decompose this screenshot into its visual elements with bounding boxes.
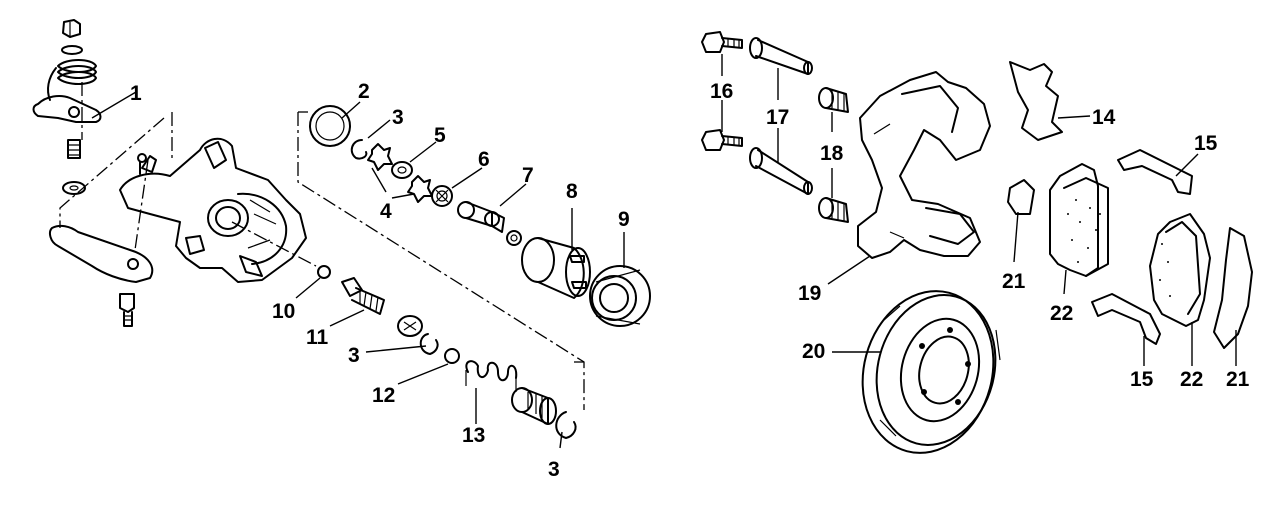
- part-3-clip-mid: [419, 333, 439, 355]
- part-2-ring: [309, 105, 351, 147]
- part-16-bolts: [701, 31, 743, 151]
- part-15-clip-bottom: [1091, 293, 1161, 345]
- callout-20: 20: [802, 340, 825, 363]
- callout-18: 18: [820, 142, 844, 165]
- part-21-pad-hardware-a: [1007, 179, 1035, 215]
- part-22-brake-pad-b: [1149, 213, 1211, 327]
- part-8-piston: [521, 237, 591, 299]
- callout-17: 17: [766, 106, 789, 129]
- axis-line: [231, 221, 317, 267]
- callout-15-top: 15: [1194, 132, 1218, 155]
- callout-6: 6: [478, 148, 490, 171]
- callout-21-left: 21: [1002, 270, 1026, 293]
- callout-4: 4: [380, 200, 392, 223]
- part-7-adjuster-shaft: [457, 201, 522, 246]
- part-20-brake-rotor: [861, 290, 1001, 454]
- callout-3-bottom: 3: [548, 458, 560, 481]
- part-17-guide-pins: [749, 37, 813, 195]
- callout-3-mid: 3: [348, 344, 360, 367]
- caliper-housing: [119, 137, 307, 283]
- callout-5: 5: [434, 124, 446, 147]
- spring-retainer-cage: [511, 387, 557, 425]
- part-22-brake-pad-a: [1049, 163, 1109, 277]
- callout-22-left: 22: [1050, 302, 1073, 325]
- part-4-star-a: [367, 143, 393, 171]
- part-5-washer: [391, 161, 413, 179]
- callout-1: 1: [130, 82, 142, 105]
- part-3-clip-top: [350, 139, 368, 160]
- part-10-small-ring: [317, 265, 331, 279]
- callout-13: 13: [462, 424, 485, 447]
- callout-2: 2: [358, 80, 370, 103]
- callout-9: 9: [618, 208, 630, 231]
- callout-3-top: 3: [392, 106, 404, 129]
- callout-8: 8: [566, 180, 578, 203]
- callout-10: 10: [272, 300, 295, 323]
- construction-lines-left: [59, 82, 173, 251]
- part-12-washer: [444, 348, 460, 364]
- leaders-right: [721, 54, 1237, 366]
- part-9-boot-seal: [589, 265, 651, 327]
- callout-14: 14: [1092, 106, 1116, 129]
- part-6-bearing: [431, 185, 453, 207]
- part-13-spring: [465, 360, 518, 382]
- callout-12: 12: [372, 384, 395, 407]
- callout-16: 16: [710, 80, 733, 103]
- spring-plate: [397, 315, 423, 337]
- callout-15-bottom: 15: [1130, 368, 1154, 391]
- callout-19: 19: [798, 282, 821, 305]
- callout-7: 7: [522, 164, 534, 187]
- part-19-caliper-bracket: [857, 71, 991, 259]
- part-21-pad-hardware-b: [1213, 227, 1253, 349]
- callout-11: 11: [306, 326, 329, 349]
- callout-21-right: 21: [1226, 368, 1250, 391]
- part-11-push-rod: [341, 277, 385, 315]
- part-3-clip-bottom: [555, 411, 577, 439]
- part-14-anti-rattle-shim: [1009, 61, 1063, 141]
- part-4-star-b: [407, 175, 433, 203]
- part-18-pin-boots: [818, 87, 849, 223]
- callout-labels: 1 2 3 5 6 7 4 8 9 10 11 3 12 13 3 16 17 …: [130, 80, 1250, 481]
- part-1-parking-lever-group: [32, 19, 154, 327]
- callout-22-right: 22: [1180, 368, 1203, 391]
- leaders-left: [91, 91, 625, 449]
- part-15-clip-top: [1117, 149, 1193, 195]
- dash-box-piston-group: [297, 111, 585, 410]
